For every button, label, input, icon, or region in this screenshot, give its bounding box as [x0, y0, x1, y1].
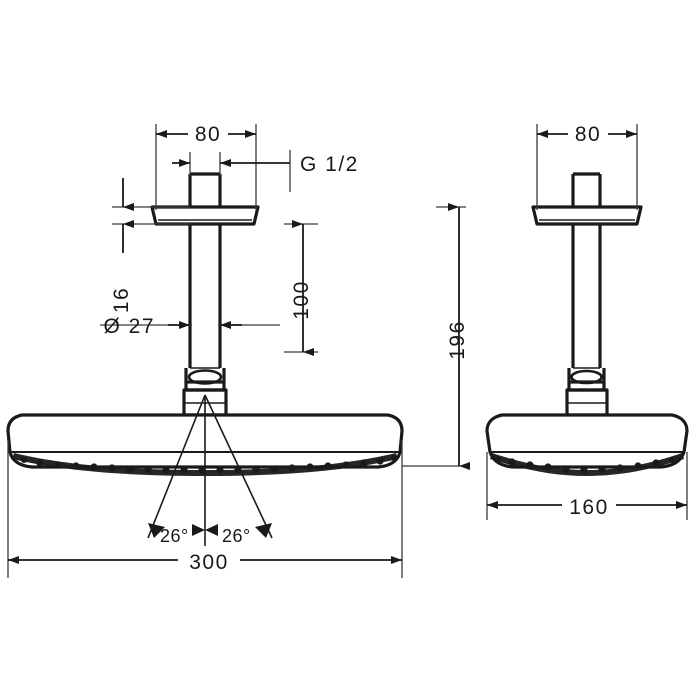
dim-head-depth: 160 [569, 496, 609, 519]
front-spray-face-nozzles [12, 453, 398, 476]
dim-front-top-width: 80 [195, 123, 221, 146]
spray-angle-arrowheads [148, 523, 272, 538]
dimension-labels: 80 G 1/2 16 Ø 27 100 300 26° 26° 80 196 … [103, 118, 616, 574]
dim-arm-length: 100 [290, 280, 313, 320]
side-view-shower-head [485, 413, 689, 469]
spray-angle-construction [147, 394, 273, 548]
angle-label-right: 26° [222, 526, 251, 546]
dim-thread-label: G 1/2 [300, 153, 359, 176]
dim-total-height: 196 [446, 320, 469, 360]
side-spray-face-nozzles [490, 453, 684, 476]
dim-arm-diameter: Ø 27 [103, 315, 155, 338]
side-view-geometry [531, 172, 643, 417]
dim-side-top-width: 80 [575, 123, 601, 146]
dim-flange-height: 16 [110, 287, 133, 313]
dim-head-width: 300 [189, 551, 229, 574]
angle-label-left: 26° [160, 526, 189, 546]
front-view-geometry [150, 172, 260, 417]
